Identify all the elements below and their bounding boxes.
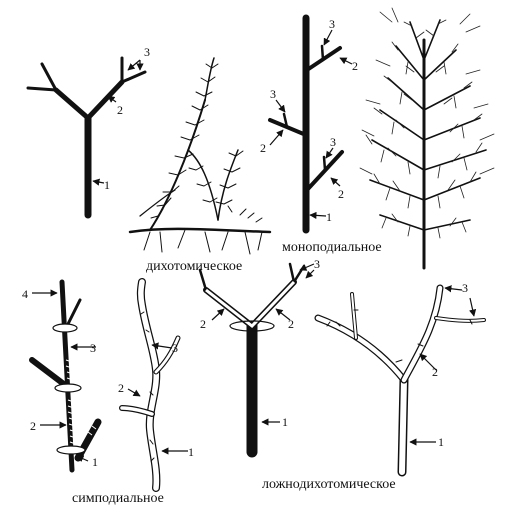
sympodial-twig-label-2: 2 — [118, 381, 124, 395]
sympodial-twig-arrows — [127, 342, 188, 455]
pseudodichotomous-label-3: 3 — [314, 257, 320, 271]
sympodial-twig-illustration — [119, 278, 181, 492]
monopodial-label-2-right: 2 — [338, 187, 344, 201]
monopodial-scheme: 3 2 3 2 3 2 1 — [260, 14, 358, 234]
monopodial-branches — [268, 14, 344, 234]
pseudodichotomous-label-2-right: 2 — [288, 317, 294, 331]
dichotomous-arrows — [92, 59, 144, 186]
sympodial-label-1: 1 — [92, 455, 98, 469]
monopodial-label-2-left: 2 — [260, 141, 266, 155]
dichotomous-plant-illustration — [128, 57, 272, 255]
pseudodichotomous-label-2-left: 2 — [200, 317, 206, 331]
sympodial-hatching — [39, 357, 97, 445]
dichotomous-branches — [26, 56, 147, 219]
caption-pseudodichotomous: ложнодихотомическое — [262, 477, 396, 492]
sympodial-twig-label-1: 1 — [188, 445, 194, 459]
dichotomous-label-2: 2 — [117, 103, 123, 117]
monopodial-label-1: 1 — [326, 210, 332, 224]
monopodial-label-3-right: 3 — [330, 135, 336, 149]
dichotomous-label-3: 3 — [144, 45, 150, 59]
dichotomous-label-1: 1 — [104, 178, 110, 192]
club-moss-leaves — [150, 63, 263, 223]
sympodial-rings — [52, 323, 86, 455]
juniper-branches — [369, 19, 487, 231]
sympodial-twig-label-3: 3 — [172, 341, 178, 355]
sympodial-label-3: 3 — [90, 341, 96, 355]
sympodial-label-2: 2 — [30, 419, 36, 433]
pseudodichotomous-twig-label-1: 1 — [438, 435, 444, 449]
pseudodichotomous-scheme: 3 2 2 1 — [198, 257, 320, 458]
monopodial-label-2-top: 2 — [352, 59, 358, 73]
monopodial-plant-illustration — [359, 7, 495, 270]
sympodial-arrows — [32, 289, 96, 462]
dichotomous-scheme: 3 2 1 — [26, 45, 150, 219]
caption-dichotomous: дихотомическое — [146, 259, 242, 274]
pseudodichotomous-twig-illustration — [314, 284, 486, 477]
sympodial-label-4: 4 — [22, 287, 28, 301]
pseudodichotomous-branches — [198, 262, 306, 458]
monopodial-label-3-left: 3 — [270, 87, 276, 101]
pseudodichotomous-twig-label-2: 2 — [432, 365, 438, 379]
pseudodichotomous-rings — [229, 320, 275, 332]
caption-sympodial: симподиальное — [72, 491, 164, 506]
pseudodichotomous-twig-label-3: 3 — [462, 281, 468, 295]
sympodial-branches — [29, 279, 102, 473]
pseudodichotomous-twig-arrows — [409, 285, 477, 446]
monopodial-arrows — [269, 29, 353, 219]
sympodial-scheme: 4 3 2 1 — [22, 279, 102, 473]
pseudodichotomous-arrows — [211, 263, 315, 426]
caption-monopodial: моноподиальное — [282, 240, 382, 255]
monopodial-label-3-top: 3 — [329, 17, 335, 31]
juniper-needles — [359, 7, 495, 239]
pseudodichotomous-label-1: 1 — [282, 415, 288, 429]
